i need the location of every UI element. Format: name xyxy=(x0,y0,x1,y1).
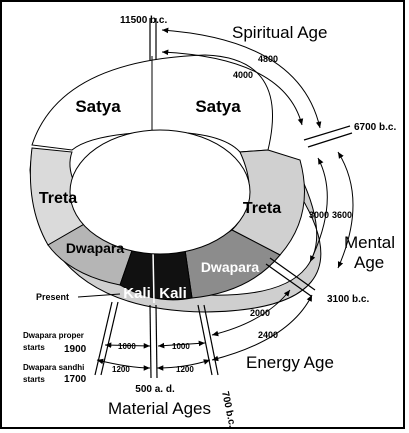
timeline-arcs xyxy=(96,27,354,371)
ring-inner-hole xyxy=(69,129,251,255)
duration-1200-right: 1200 xyxy=(176,365,194,374)
dwapara-left-label: Dwapara xyxy=(66,240,125,256)
kali-divider xyxy=(152,249,155,304)
date-3100bc: 3100 b.c. xyxy=(327,294,369,305)
duration-4800: 4800 xyxy=(258,54,278,64)
dwapara-sandhi-line1: Dwapara sandhi xyxy=(23,363,84,372)
date-700bc: 700 b.c. xyxy=(219,390,237,428)
date-500ad: 500 a. d. xyxy=(135,384,175,395)
arc-3600 xyxy=(337,151,354,269)
duration-2400: 2400 xyxy=(258,330,278,340)
arc-1000-left xyxy=(104,342,151,349)
kali-right-label: Kali xyxy=(159,285,187,302)
satya-left-label: Satya xyxy=(75,97,121,116)
mental-age-label-line2: Age xyxy=(354,253,384,272)
duration-2000: 2000 xyxy=(250,308,270,318)
arc-4000 xyxy=(161,49,304,126)
duration-1000-left: 1000 xyxy=(118,342,136,351)
duration-3000: 3000 xyxy=(309,210,329,220)
satya-right-label: Satya xyxy=(195,97,241,116)
boundary-ticks xyxy=(94,18,353,379)
duration-1200-left: 1200 xyxy=(112,365,130,374)
duration-3600: 3600 xyxy=(332,210,352,220)
duration-4000: 4000 xyxy=(233,70,253,80)
treta-right-label: Treta xyxy=(243,200,281,217)
arc-1000-right xyxy=(157,340,206,349)
kali-left-label: Kali xyxy=(123,285,151,302)
duration-1000-right: 1000 xyxy=(172,342,190,351)
arc-3000 xyxy=(309,157,328,263)
arc-1200-right xyxy=(156,359,211,371)
dwapara-proper-line1: Dwapara proper xyxy=(23,331,84,340)
arc-2000 xyxy=(211,289,291,337)
present-pointer xyxy=(77,293,121,298)
energy-age-label: Energy Age xyxy=(246,353,334,372)
arc-1200-left xyxy=(96,358,151,371)
date-6700bc: 6700 b.c. xyxy=(354,122,396,133)
material-ages-label: Material Ages xyxy=(108,399,211,418)
dwapara-sandhi-line2: starts xyxy=(23,375,45,384)
dwapara-proper-year: 1900 xyxy=(64,344,87,355)
date-11500bc: 11500 b.c. xyxy=(120,15,167,26)
dwapara-right-label: Dwapara xyxy=(201,259,260,275)
treta-left-label: Treta xyxy=(39,190,77,207)
present-label: Present xyxy=(36,292,69,302)
dwapara-proper-line2: starts xyxy=(23,343,45,352)
spiritual-age-label: Spiritual Age xyxy=(232,23,327,42)
dwapara-sandhi-year: 1700 xyxy=(64,374,87,385)
mental-age-label-line1: Mental xyxy=(344,233,395,252)
